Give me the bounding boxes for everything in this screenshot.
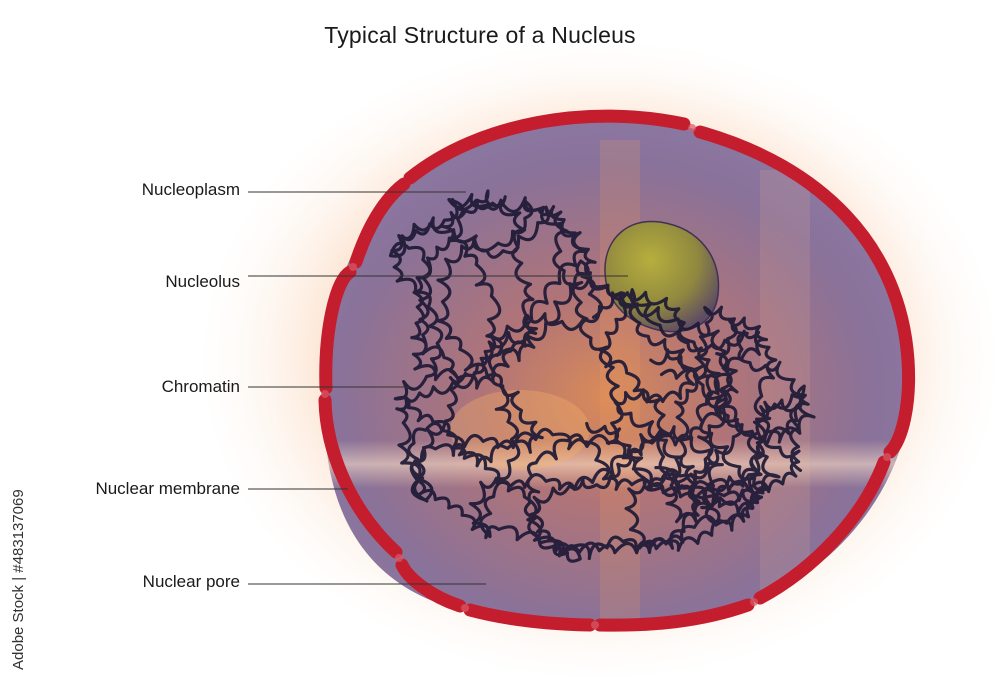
label-nucleolus: Nucleolus [165, 272, 240, 291]
stock-watermark: Adobe Stock | #483137069 [10, 489, 27, 670]
chromatin-strand [436, 199, 781, 563]
diagram-title: Typical Structure of a Nucleus [324, 22, 636, 48]
label-nuclear-membrane: Nuclear membrane [95, 479, 240, 498]
chromatin [388, 189, 816, 563]
label-chromatin: Chromatin [161, 377, 240, 396]
label-nucleoplasm: Nucleoplasm [141, 180, 240, 199]
chromatin-strand [529, 316, 810, 556]
chromatin-strand [605, 305, 816, 551]
nuclear-pores [321, 124, 891, 629]
label-nuclear-pore: Nuclear pore [142, 572, 240, 591]
chromatin-strand [388, 189, 586, 468]
nuclear-membrane [318, 109, 916, 632]
